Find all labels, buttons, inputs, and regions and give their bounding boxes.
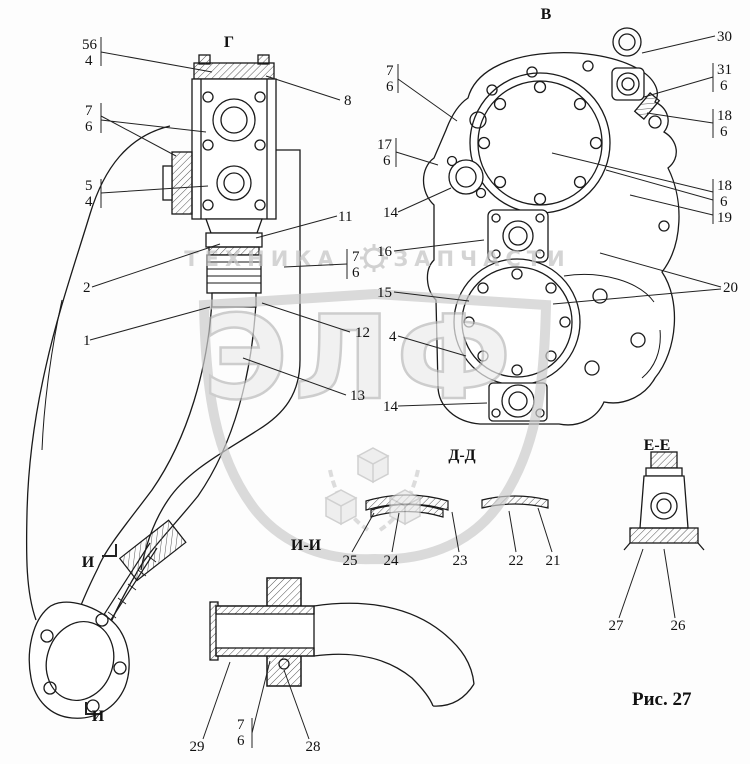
callout-8: 8 bbox=[344, 93, 352, 109]
gear-icon bbox=[360, 244, 388, 272]
callout-26: 26 bbox=[671, 618, 687, 634]
callout-30: 30 bbox=[717, 29, 732, 45]
callout-16: 16 bbox=[377, 244, 393, 260]
leader-lines bbox=[85, 35, 722, 748]
view-label-dd: Д-Д bbox=[448, 447, 475, 464]
watermark: ТЕХНИКА ЗАПЧАСТИ ЭЛФ bbox=[184, 244, 570, 565]
section-cut-marks bbox=[85, 544, 117, 715]
bottom-flange bbox=[28, 601, 130, 719]
callout-4-top: 4 bbox=[85, 53, 93, 69]
callout-6-bottom: 6 bbox=[237, 733, 245, 749]
callout-2: 2 bbox=[83, 280, 91, 296]
callout-4-mid: 4 bbox=[389, 329, 397, 345]
view-label-v: В bbox=[541, 6, 552, 23]
callout-brackets bbox=[100, 37, 714, 748]
callout-7-mid: 7 bbox=[352, 249, 360, 265]
callout-20: 20 bbox=[723, 280, 738, 296]
callout-7-left: 7 bbox=[85, 103, 93, 119]
callout-18-lower: 18 bbox=[717, 178, 732, 194]
callout-17: 17 bbox=[377, 137, 393, 153]
callout-14-lower: 14 bbox=[383, 399, 399, 415]
callout-13: 13 bbox=[350, 388, 365, 404]
callout-11: 11 bbox=[338, 209, 352, 225]
callout-6-17: 6 bbox=[383, 153, 391, 169]
callout-6-31: 6 bbox=[720, 78, 728, 94]
callout-14-upper: 14 bbox=[383, 205, 399, 221]
section-mark-i-bottom: И bbox=[92, 708, 105, 725]
callout-12: 12 bbox=[355, 325, 370, 341]
watermark-text-left: ТЕХНИКА bbox=[184, 247, 339, 271]
callout-56: 56 bbox=[82, 37, 98, 53]
watermark-text-right: ЗАПЧАСТИ bbox=[393, 247, 570, 271]
section-mark-i-top: И bbox=[82, 554, 95, 571]
callout-6-18-upper: 6 bbox=[720, 124, 728, 140]
timing-cover-view-v bbox=[422, 27, 680, 426]
callout-19: 19 bbox=[717, 210, 732, 226]
callout-22: 22 bbox=[509, 553, 524, 569]
callout-6-left: 6 bbox=[85, 119, 93, 135]
callout-4-left: 4 bbox=[85, 194, 93, 210]
callout-23: 23 bbox=[453, 553, 468, 569]
callout-7-top: 7 bbox=[386, 63, 394, 79]
figure-caption: Рис. 27 bbox=[632, 689, 692, 710]
callout-5-left: 5 bbox=[85, 178, 93, 194]
view-label-ee: Е-Е bbox=[644, 437, 671, 454]
view-label-g: Г bbox=[224, 34, 234, 51]
callout-24: 24 bbox=[384, 553, 400, 569]
callout-1: 1 bbox=[83, 333, 91, 349]
callout-18-upper: 18 bbox=[717, 108, 732, 124]
callout-29: 29 bbox=[190, 739, 205, 755]
view-label-ii: И-И bbox=[291, 537, 322, 554]
callout-31: 31 bbox=[717, 62, 732, 78]
callout-27: 27 bbox=[609, 618, 625, 634]
callout-6-mid: 6 bbox=[352, 265, 360, 281]
callout-7-bottom: 7 bbox=[237, 717, 245, 733]
callout-21: 21 bbox=[546, 553, 561, 569]
section-ii-pipe bbox=[209, 577, 475, 707]
cube-icons bbox=[324, 447, 422, 526]
watermark-logo: ЭЛФ bbox=[203, 291, 518, 426]
callout-25: 25 bbox=[343, 553, 358, 569]
callout-6-18-lower: 6 bbox=[720, 194, 728, 210]
callout-6-top: 6 bbox=[386, 79, 394, 95]
callout-28: 28 bbox=[306, 739, 321, 755]
callout-15: 15 bbox=[377, 285, 392, 301]
shield-outline bbox=[198, 288, 552, 565]
section-ee-part bbox=[623, 451, 705, 551]
gear-pump-view-g bbox=[162, 54, 277, 308]
